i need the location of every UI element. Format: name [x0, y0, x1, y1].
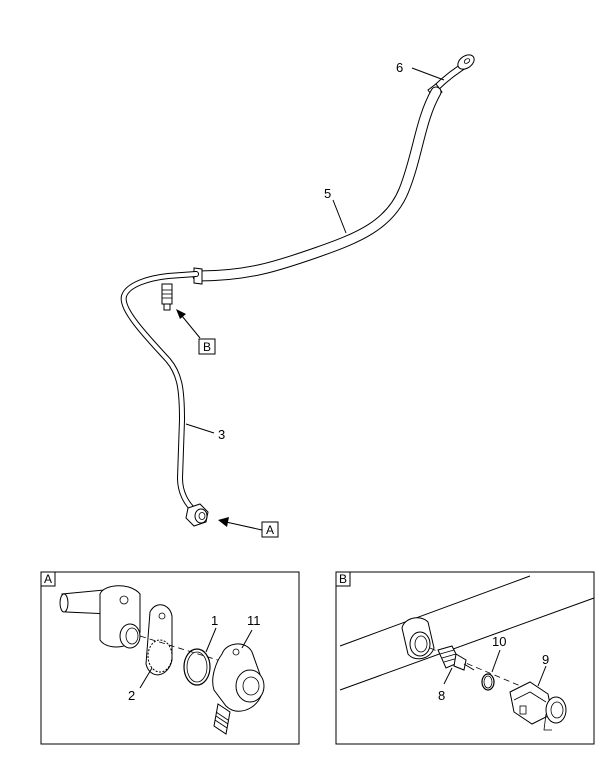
callout-3: 3	[218, 427, 225, 442]
arrow-to-a	[218, 517, 263, 531]
leader-3	[185, 423, 215, 434]
svg-text:A: A	[266, 523, 274, 537]
tube-3	[120, 271, 209, 527]
leader-5	[332, 199, 347, 234]
tube-assembly	[120, 54, 475, 527]
svg-text:A: A	[44, 572, 52, 586]
detail-panel-a: A 1 11 2	[40, 571, 300, 745]
callout-8: 8	[438, 688, 445, 703]
detail-panel-b: B 8 10 9	[335, 571, 595, 745]
callout-1: 1	[211, 613, 218, 628]
arrow-to-b	[176, 309, 201, 339]
callout-11: 11	[247, 613, 261, 628]
view-ref-b: B	[198, 338, 216, 355]
callout-2: 2	[128, 688, 135, 703]
leader-6	[411, 67, 445, 81]
callout-9: 9	[542, 652, 549, 667]
view-ref-a: A	[261, 521, 279, 538]
callout-10: 10	[492, 634, 506, 649]
sensor-fitting-b	[161, 283, 173, 311]
callout-5: 5	[324, 186, 331, 201]
svg-text:B: B	[339, 572, 347, 586]
tube-6	[427, 54, 475, 99]
callout-6: 6	[396, 60, 403, 75]
svg-text:B: B	[203, 340, 211, 354]
hose-5	[192, 86, 442, 285]
